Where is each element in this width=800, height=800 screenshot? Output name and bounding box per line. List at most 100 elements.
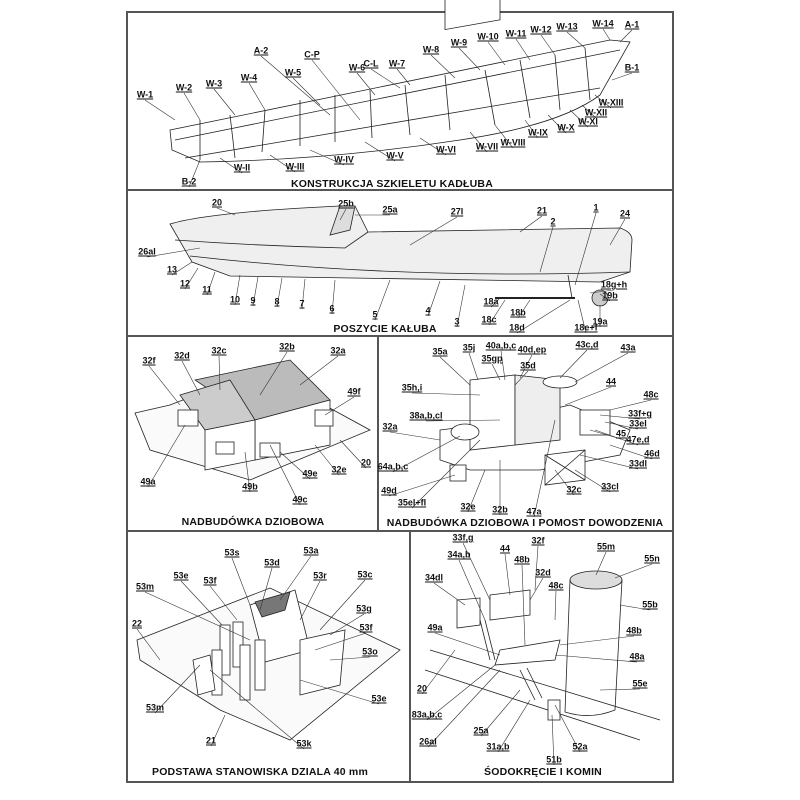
leader-line — [559, 349, 588, 379]
part-label: C-P — [304, 49, 320, 60]
leader-line — [494, 124, 514, 149]
leader-line — [374, 279, 391, 321]
leader-line — [491, 363, 501, 381]
leader-line — [279, 555, 312, 601]
part-label: C-L — [363, 58, 379, 69]
part-label: 53f — [359, 622, 373, 633]
part-label: B-1 — [624, 62, 640, 73]
part-label: W-9 — [450, 37, 468, 48]
leader-line — [329, 613, 365, 636]
part-label: A-1 — [624, 19, 640, 30]
leader-line — [276, 277, 283, 308]
part-label: 53a — [303, 545, 319, 556]
hull-plating-drawing — [169, 205, 633, 307]
part-label: 19b — [602, 290, 618, 301]
part-label: 20 — [211, 197, 223, 208]
hull-skeleton-drawing — [169, 0, 631, 163]
leader-line — [136, 628, 161, 661]
part-label: W-14 — [592, 18, 614, 29]
leader-line — [519, 215, 543, 233]
leader-line — [462, 542, 491, 601]
leader-line — [311, 59, 361, 121]
leader-line — [396, 68, 411, 86]
part-label: 9 — [250, 295, 256, 306]
leader-line — [469, 131, 488, 153]
part-label: W-III — [285, 161, 305, 172]
part-label: 34dl — [424, 572, 444, 583]
part-label: 32d — [535, 567, 551, 578]
leader-line — [219, 157, 243, 174]
part-label: 35gp — [481, 353, 503, 364]
panel-title: PODSTAWA STANOWISKA DZIALA 40 mm — [151, 766, 369, 778]
part-label: 35h,i — [401, 382, 423, 393]
leader-line — [609, 444, 653, 460]
part-label: 53r — [313, 570, 327, 581]
part-label: W-3 — [205, 78, 223, 89]
part-label: 34a,b — [447, 549, 471, 560]
part-label: 7 — [299, 298, 305, 309]
leader-line — [209, 669, 305, 750]
leader-line — [574, 212, 597, 286]
leader-line — [569, 109, 589, 128]
part-label: 33f,g — [452, 532, 474, 543]
part-label: 47a — [526, 506, 542, 517]
leader-line — [533, 419, 556, 518]
part-label: 49b — [242, 481, 258, 492]
leader-line — [213, 88, 236, 116]
leader-line — [439, 356, 471, 386]
leader-line — [248, 82, 266, 111]
part-label: 10 — [229, 294, 241, 305]
part-label: 43c,d — [575, 339, 599, 350]
leader-line — [144, 591, 251, 641]
leader-line — [547, 114, 567, 134]
part-label: 45 — [615, 428, 627, 439]
part-label: W-IX — [528, 127, 548, 138]
leader-line — [411, 392, 481, 396]
leader-line — [589, 289, 615, 294]
leader-line — [497, 699, 531, 753]
leader-line — [564, 386, 612, 406]
leader-line — [433, 582, 466, 606]
leader-line — [599, 414, 641, 420]
leader-line — [171, 261, 193, 276]
leader-lines — [136, 28, 653, 766]
leader-line — [279, 451, 311, 480]
leader-line — [244, 451, 251, 493]
part-label: 48a — [629, 651, 645, 662]
part-label: 18d — [509, 322, 525, 333]
leader-line — [521, 564, 526, 646]
leader-line — [180, 580, 223, 626]
leader-line — [514, 370, 529, 386]
part-label: 53c — [357, 569, 373, 580]
leader-line — [234, 274, 241, 306]
part-label: 35d — [520, 360, 536, 371]
part-label: 49c — [292, 494, 308, 505]
leader-line — [210, 714, 226, 747]
part-label: 48b — [626, 625, 642, 636]
leader-line — [147, 424, 186, 488]
part-label: W-XIII — [598, 97, 624, 108]
leader-line — [301, 278, 306, 310]
part-label: 25a — [473, 725, 489, 736]
leader-line — [554, 469, 575, 496]
part-label: 26al — [138, 246, 156, 257]
leader-line — [524, 119, 539, 139]
panel-title: NADBUDÓWKA DZIOBOWA — [181, 516, 325, 528]
leader-line — [388, 474, 456, 497]
part-label: 25b — [338, 198, 354, 209]
leader-line — [184, 267, 199, 290]
leader-line — [456, 284, 466, 328]
part-label: W-13 — [556, 21, 578, 32]
leader-line — [609, 218, 626, 246]
part-label: W-XI — [578, 116, 598, 127]
part-label: 49a — [427, 622, 443, 633]
part-label: 53e — [371, 693, 387, 704]
leader-line — [529, 577, 544, 601]
leader-line — [411, 439, 481, 509]
part-label: 20 — [360, 457, 372, 468]
part-label: 44 — [605, 376, 617, 387]
leader-line — [299, 679, 380, 705]
leader-line — [534, 545, 539, 591]
part-label: W-5 — [284, 67, 302, 78]
part-label: 48c — [548, 580, 564, 591]
